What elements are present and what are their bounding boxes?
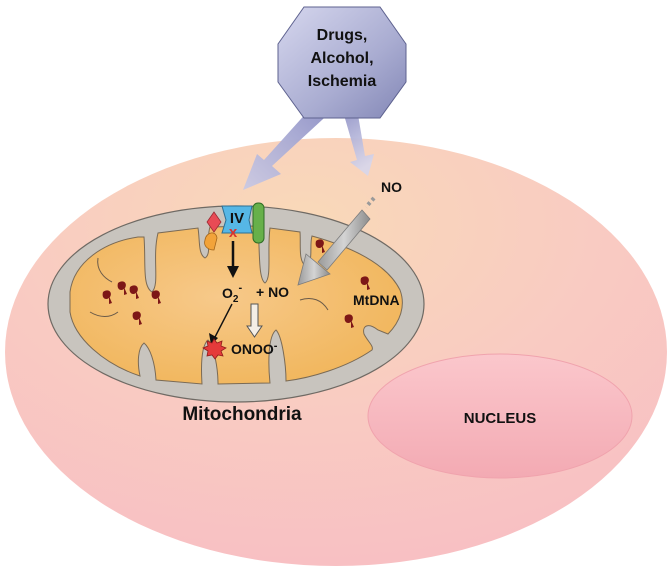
nucleus-label: NUCLEUS — [464, 410, 537, 427]
complex-orange-blob — [204, 232, 218, 251]
mtdna-molecule — [344, 314, 354, 328]
mitochondria-label: Mitochondria — [182, 404, 302, 425]
mtdna-molecule — [117, 281, 127, 295]
mtdna-molecule — [315, 239, 325, 253]
reaction-arrow-thin-head — [209, 333, 218, 345]
stressor-arrow-left — [243, 100, 335, 190]
crista — [97, 257, 113, 283]
stressor-line-3: Ischemia — [308, 73, 377, 90]
mtdna-molecule — [102, 290, 112, 304]
mtdna-molecule — [360, 276, 370, 290]
mtdna-molecule — [132, 311, 142, 325]
mtdna-molecule — [151, 290, 161, 304]
mtdna-molecules — [102, 239, 370, 328]
complex-iv-label: IV — [230, 210, 244, 227]
respiratory-complex-iv: IV x — [204, 202, 265, 251]
mtdna-label: MtDNA — [353, 292, 400, 308]
inhibition-x-mark: x — [229, 224, 238, 241]
nucleus — [367, 353, 633, 479]
onoo-burst — [202, 338, 227, 360]
crista — [299, 297, 329, 311]
complex-green-cylinder — [252, 202, 265, 244]
plus-no-label: + NO — [256, 284, 289, 300]
crista — [89, 311, 119, 317]
complex-blue-block — [221, 205, 253, 234]
peroxynitrite-label: ONOO- — [231, 340, 278, 357]
reaction-arrow-hollow — [246, 303, 263, 338]
reaction-arrow-thin — [213, 303, 233, 340]
no-label-top: NO — [381, 179, 402, 195]
stressor-line-2: Alcohol, — [310, 50, 373, 67]
complex-red-diamond — [206, 211, 222, 233]
mtdna-molecule — [129, 285, 139, 299]
superoxide-label: O2- — [222, 282, 242, 305]
stressor-line-1: Drugs, — [317, 27, 368, 44]
stressor-octagon — [277, 6, 407, 119]
stressor-arrow-right — [342, 103, 374, 176]
no-diffusion-arrow — [297, 196, 376, 286]
electron-leak-arrowhead — [227, 266, 239, 278]
